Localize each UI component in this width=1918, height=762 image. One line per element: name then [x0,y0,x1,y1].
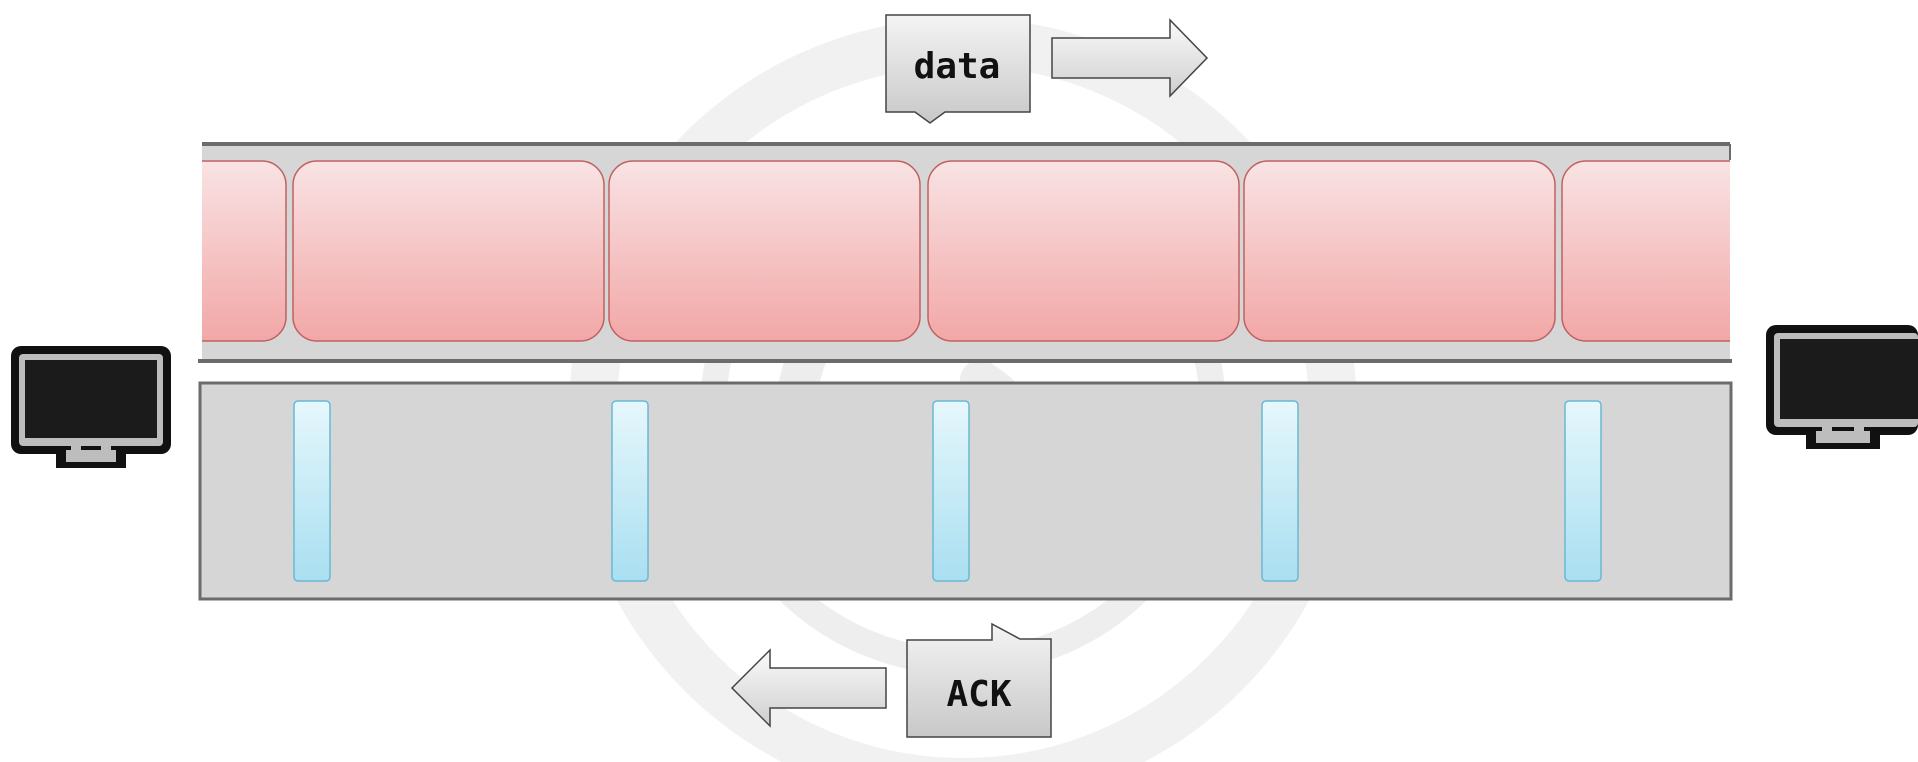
data-packet [292,160,605,342]
ack-packet [1261,400,1299,582]
computer-monitor-icon [1766,325,1918,449]
data-channel [198,142,1732,363]
data-packet [1561,160,1730,342]
arrow-left-icon [730,648,887,728]
ack-packet [611,400,649,582]
ack-callout: ACK [906,622,1052,738]
data-callout: data [885,14,1031,124]
data-label: data [914,46,1001,87]
data-packet [608,160,921,342]
arrow-right-icon [1051,18,1209,98]
data-packet [1243,160,1556,342]
computer-monitor-icon [11,346,171,468]
left-host [11,346,171,468]
right-host [1766,325,1918,449]
ack-packet [293,400,331,582]
data-packet [927,160,1240,342]
ack-channel [198,381,1733,601]
ack-packet [932,400,970,582]
ack-label: ACK [946,674,1011,715]
ack-packet [1564,400,1602,582]
data-packet [202,160,287,342]
